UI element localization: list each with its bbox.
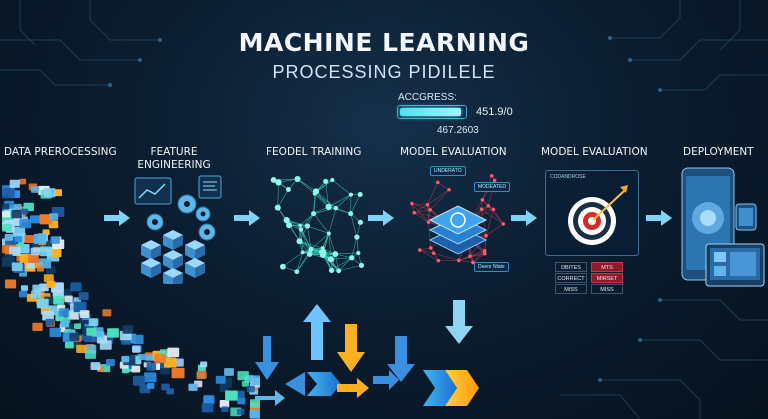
arrow-right-blue-icon [373, 370, 399, 390]
matrix-cell: MISS [591, 284, 623, 294]
bottom-flow-arrows [255, 300, 479, 406]
accuracy-progress-bar [397, 105, 467, 119]
arrow-right-gold-icon [337, 378, 369, 398]
flow-arrow-icon [104, 210, 130, 226]
stage-label-model-evaluation: MODEL EVALUATION [400, 146, 507, 158]
stage-label-deployment: DEPLOYMENT [683, 146, 754, 158]
eval-tag-1: UNDERATO [430, 166, 466, 176]
chevron-right-gold-icon [445, 370, 479, 406]
arrow-down-blue-icon [387, 336, 415, 382]
arrow-down-blue-icon [255, 336, 279, 380]
matrix-cell: CORRECT [555, 273, 587, 283]
matrix-cell: MIRSET [591, 273, 623, 283]
data-collage-icon [2, 178, 260, 419]
eval-tag-2: MODEATED [474, 182, 510, 192]
tablet-device-icon [681, 167, 765, 287]
stage-label-data-preprocessing: DATA PREROCESSING [4, 146, 117, 158]
matrix-cell: DBITES [555, 262, 587, 272]
arrow-left-blue-icon [285, 372, 305, 396]
target-icon [568, 185, 628, 245]
layered-model-icon [410, 174, 506, 265]
gears-cubes-icon [134, 175, 222, 284]
arrow-up-blue-icon [303, 304, 331, 360]
matrix-cell: MISS [555, 284, 587, 294]
accuracy-label: ACCGRESS: [398, 92, 457, 103]
page-title: MACHINE LEARNING [238, 28, 530, 57]
matrix-cell: MTS [591, 262, 623, 272]
accuracy-progress-fill [400, 108, 461, 116]
eval-tag-3: Deeor Nlate [474, 262, 509, 272]
flow-arrow-icon [511, 210, 537, 226]
accuracy-subvalue: 467.2603 [437, 125, 479, 136]
neural-network-icon [270, 175, 364, 275]
accuracy-value: 451.9/0 [476, 106, 513, 118]
flow-arrow-icon [234, 210, 260, 226]
chevron-right-blue-icon [307, 372, 341, 396]
arrow-down-light-icon [445, 300, 473, 344]
stage-label-feature-engineering: FEATURE ENGINEERING [137, 146, 211, 171]
arrow-right-light-icon [255, 390, 285, 406]
stage-label-model-evaluation-2: MODEL EVALUATION [541, 146, 648, 158]
flow-arrow-icon [368, 210, 394, 226]
chevron-right-blue-icon [423, 370, 457, 406]
eval-panel-header: CODANDROSE [550, 174, 586, 180]
stage-label-model-training: FEODEL TRAINING [266, 146, 362, 158]
page-subtitle: PROCESSING PIDILELE [272, 62, 496, 82]
flow-arrow-icon [646, 210, 672, 226]
arrow-down-gold-icon [337, 324, 365, 372]
